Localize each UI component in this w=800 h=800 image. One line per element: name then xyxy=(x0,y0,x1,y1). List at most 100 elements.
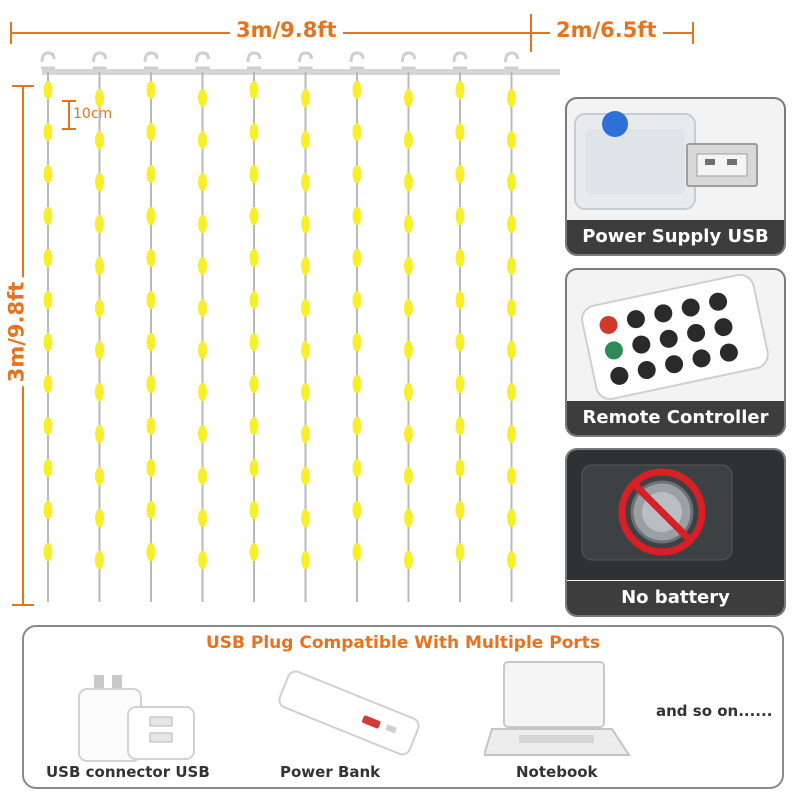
led-bulb xyxy=(352,417,362,435)
height-dimension-tick-bottom xyxy=(12,604,34,606)
led-bulb xyxy=(404,257,413,275)
led-bulb xyxy=(249,459,259,477)
led-bulb xyxy=(146,459,156,477)
hanging-hook-icon xyxy=(143,51,159,70)
led-bulb xyxy=(455,459,465,477)
led-bulb xyxy=(95,173,104,191)
power-supply-caption: Power Supply USB xyxy=(567,220,784,254)
led-bulb xyxy=(249,501,259,519)
remote-button-icon xyxy=(709,292,728,311)
led-bulb xyxy=(404,509,413,527)
width-dimension-tick-left xyxy=(10,22,12,44)
spacing-dimension-line xyxy=(68,100,70,130)
led-bulb xyxy=(43,165,53,183)
led-bulb xyxy=(198,341,207,359)
width-dimension-tick-right xyxy=(530,14,532,52)
led-bulb xyxy=(301,509,310,527)
led-bulb xyxy=(352,123,362,141)
battery-compartment-image xyxy=(567,450,784,580)
hanging-hook-icon xyxy=(92,51,107,70)
led-bulb xyxy=(198,299,207,317)
led-bulb xyxy=(95,341,104,359)
hanging-hook-icon xyxy=(195,51,210,70)
height-dimension-tick-top xyxy=(12,85,34,87)
compatible-ports-box: USB Plug Compatible With Multiple Ports … xyxy=(22,625,784,789)
led-bulb xyxy=(507,257,516,275)
spacing-dimension-tick-bottom xyxy=(62,128,76,130)
led-bulb xyxy=(404,131,413,149)
hanging-hook-icon xyxy=(40,51,56,70)
led-bulb xyxy=(507,341,516,359)
power-bank-image xyxy=(278,670,420,756)
led-bulb xyxy=(198,257,207,275)
led-bulb xyxy=(249,543,259,561)
led-bulb xyxy=(43,501,53,519)
led-bulb xyxy=(198,551,207,569)
remote-controller-caption: Remote Controller xyxy=(567,401,784,435)
led-bulb xyxy=(43,81,53,99)
led-bulb xyxy=(507,173,516,191)
led-bulb xyxy=(352,291,362,309)
ports-title: USB Plug Compatible With Multiple Ports xyxy=(205,633,601,653)
notebook-image xyxy=(484,661,631,756)
led-bulb xyxy=(198,383,207,401)
led-bulb xyxy=(43,123,53,141)
led-bulb xyxy=(43,207,53,225)
led-bulb xyxy=(43,417,53,435)
led-bulb xyxy=(146,417,156,435)
led-bulb xyxy=(95,215,104,233)
led-bulb xyxy=(249,165,259,183)
led-bulb xyxy=(404,299,413,317)
cable-length-label: 2m/6.5ft xyxy=(550,18,663,42)
led-bulb xyxy=(146,81,156,99)
spacing-dimension-tick-top xyxy=(62,100,76,102)
remote-button-icon xyxy=(626,310,645,329)
led-bulb xyxy=(455,123,465,141)
led-bulb xyxy=(455,417,465,435)
led-bulb xyxy=(404,173,413,191)
led-bulb xyxy=(352,543,362,561)
led-bulb xyxy=(146,207,156,225)
hanging-hook-icon xyxy=(504,51,519,70)
hanging-hook-icon xyxy=(246,51,262,70)
led-bulb xyxy=(198,173,207,191)
led-bulb xyxy=(301,173,310,191)
led-bulb xyxy=(507,551,516,569)
led-bulb xyxy=(249,249,259,267)
led-bulb xyxy=(146,291,156,309)
remote-controller-image xyxy=(581,273,769,400)
led-bulb xyxy=(95,467,104,485)
and-so-on-label: and so on...... xyxy=(656,702,773,720)
led-bulb xyxy=(352,165,362,183)
led-bulb xyxy=(507,467,516,485)
led-bulb xyxy=(146,375,156,393)
prohibited-icon xyxy=(618,468,706,556)
led-bulb xyxy=(198,425,207,443)
led-bulb xyxy=(95,551,104,569)
led-bulb xyxy=(507,215,516,233)
led-bulb xyxy=(198,215,207,233)
led-bulb xyxy=(249,207,259,225)
led-bulb xyxy=(301,257,310,275)
led-bulb xyxy=(404,467,413,485)
led-bulb xyxy=(507,299,516,317)
led-bulb xyxy=(455,333,465,351)
led-bulb xyxy=(95,425,104,443)
remote-controller-panel: Remote Controller xyxy=(565,268,786,437)
led-bulb xyxy=(301,215,310,233)
led-bulb xyxy=(301,551,310,569)
remote-button-icon xyxy=(659,329,678,348)
remote-button-icon xyxy=(692,349,711,368)
led-bulb xyxy=(95,131,104,149)
usb-adapter-image xyxy=(78,675,195,762)
curtain-width-label: 3m/9.8ft xyxy=(230,18,343,42)
led-bulb xyxy=(95,89,104,107)
hanging-hook-icon xyxy=(401,51,416,70)
led-bulb xyxy=(352,459,362,477)
led-bulb xyxy=(198,509,207,527)
led-bulb xyxy=(301,341,310,359)
led-bulb xyxy=(95,383,104,401)
led-spacing-label: 10cm xyxy=(73,106,113,122)
led-bulb xyxy=(404,341,413,359)
led-bulb xyxy=(404,215,413,233)
